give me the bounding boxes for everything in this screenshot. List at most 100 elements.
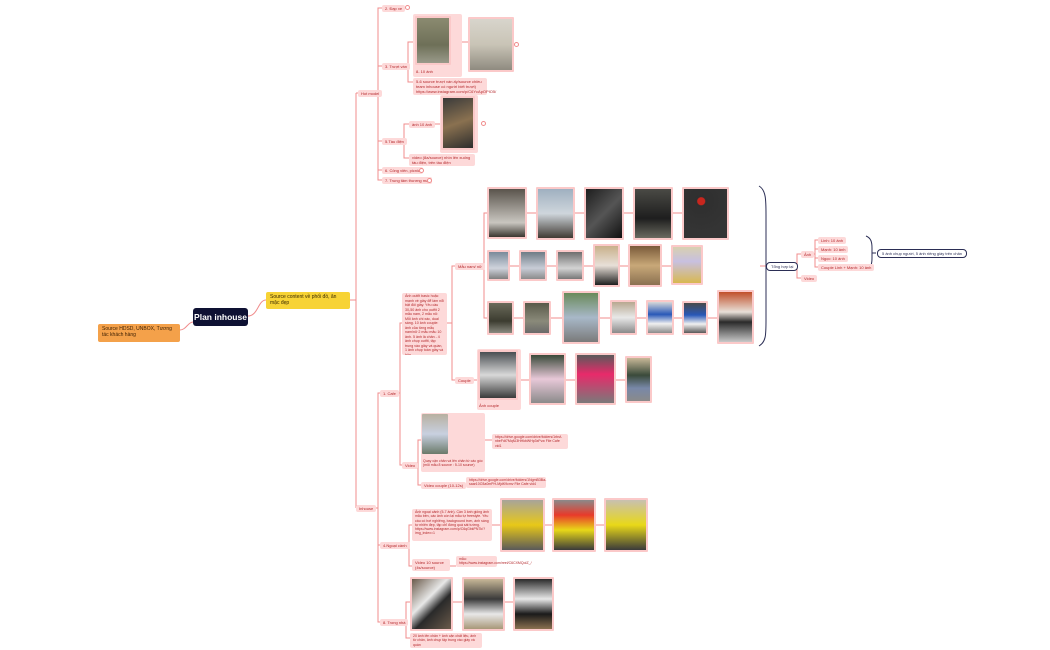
video-label: Video: [405, 463, 416, 468]
video-couple-link-text: https://drive.google.com/drive/folders/1…: [469, 478, 547, 487]
trong-nha-note-text: 20 ảnh lên chân + ảnh cận chất liệu, ảnh…: [413, 634, 477, 647]
video-node[interactable]: Video: [402, 462, 419, 469]
photo-trong-nha-2[interactable]: [462, 577, 505, 631]
cafe-description[interactable]: Ảnh outfit basic hoặc mạnh về giày để là…: [402, 293, 447, 355]
cafe-node[interactable]: 1. Cafe: [380, 390, 399, 397]
cafe-label: 1. Cafe: [383, 391, 396, 396]
couple-label: Couple: [458, 378, 471, 383]
photo-video-still[interactable]: [422, 414, 448, 454]
photo-row1-1[interactable]: [487, 187, 527, 239]
tau-dien-note-text: video (8a/source) nhìn lên xuống tàu điệ…: [412, 155, 471, 165]
hot-model-label: Hot model: [361, 91, 380, 96]
photo-ngoai-canh-3[interactable]: [604, 498, 648, 552]
trong-nha-note[interactable]: 20 ảnh lên chân + ảnh cận chất liệu, ảnh…: [410, 633, 482, 648]
photo-row2-4[interactable]: [593, 244, 620, 287]
couple-caption: Ảnh couple: [479, 403, 500, 408]
summary-video-node[interactable]: Video: [801, 275, 818, 282]
video-photo-card[interactable]: Quay cận chân và lên chân từ các góc (mỗ…: [421, 413, 485, 472]
trung-tam-node[interactable]: 7. Trung tâm thương mại: [382, 177, 433, 184]
photo-ngoai-canh-2[interactable]: [552, 498, 596, 552]
expand-toggle-icon[interactable]: [427, 178, 432, 183]
tau-dien-photo-card[interactable]: [440, 95, 478, 153]
left-branch-node[interactable]: Source HDSD, UNBOX, Tương tác khách hàng: [98, 324, 180, 342]
truot-van-node[interactable]: 3. Trượt ván: [382, 63, 410, 70]
expand-toggle-icon[interactable]: [405, 5, 410, 10]
photo-row3-7[interactable]: [717, 290, 754, 344]
summary-anh-item-4[interactable]: Couple Linh + Mạnh: 10 ảnh: [818, 264, 875, 271]
ngoai-canh-video-ref-text: mẫu: https://www.instagram.com/reel/C6CX…: [459, 557, 532, 566]
summary-anh-item-text: Linh: 10 ảnh: [821, 238, 844, 243]
truot-van-note-text: 5-6 source trượt ván ấy/source chiều tea…: [416, 79, 497, 94]
tau-dien-node[interactable]: 5.Tàu điện: [382, 138, 407, 145]
video-link-text: https://drive.google.com/drive/folders/1…: [495, 435, 563, 448]
inhouse-node[interactable]: Inhouse: [356, 505, 377, 512]
photo-trong-nha-1[interactable]: [410, 577, 453, 631]
video-couple-link-node[interactable]: https://drive.google.com/drive/folders/1…: [466, 477, 546, 488]
trong-nha-node[interactable]: 8. Trong nhà: [380, 619, 409, 626]
bracket-note-text: 5 ảnh chụp người, 5 ảnh riêng giày trên …: [882, 251, 963, 256]
dap-xe-node[interactable]: 2. Đạp xe: [382, 5, 406, 12]
ngoai-canh-note[interactable]: Ảnh ngoại cảnh (5-7 ảnh). Cần 3 ảnh giốn…: [412, 509, 492, 541]
photo-row3-3[interactable]: [562, 291, 600, 344]
summary-anh-item-text: Ngọc: 10 ảnh: [821, 256, 845, 261]
video-link-node[interactable]: https://drive.google.com/drive/folders/1…: [492, 434, 568, 449]
photo-row1-4[interactable]: [633, 187, 673, 240]
dap-xe-label: 2. Đạp xe: [385, 6, 403, 11]
summary-anh-item-1[interactable]: Linh: 10 ảnh: [818, 237, 847, 244]
mau-nam-nu-node[interactable]: Mẫu nam/ nữ: [455, 263, 485, 270]
right-branch-node[interactable]: Source content về phối đồ, ăn mặc đẹp: [266, 292, 350, 309]
photo-row1-2[interactable]: [536, 187, 575, 240]
truot-van-photo-card[interactable]: 8- 10 ảnh: [413, 14, 462, 77]
photo-row1-5[interactable]: [682, 187, 729, 240]
summary-anh-item-2[interactable]: Mạnh: 10 ảnh: [818, 246, 849, 253]
couple-node[interactable]: Couple: [455, 377, 474, 384]
ngoai-canh-video-node[interactable]: Video 10 source (4s/source): [412, 559, 450, 571]
photo-ngoai-canh-1[interactable]: [500, 498, 545, 552]
tau-dien-note[interactable]: video (8a/source) nhìn lên xuống tàu điệ…: [409, 154, 475, 166]
video-couple-node[interactable]: Video couple (10-12s): [421, 482, 467, 489]
summary-anh-node[interactable]: Ảnh: [801, 251, 815, 258]
tau-dien-photo-label[interactable]: ảnh 10 ảnh: [409, 121, 436, 128]
expand-toggle-icon[interactable]: [514, 42, 519, 47]
summary-anh-label: Ảnh: [804, 252, 812, 257]
tau-dien-photo-label-text: ảnh 10 ảnh: [412, 122, 433, 127]
bracket-note-node[interactable]: 5 ảnh chụp người, 5 ảnh riêng giày trên …: [877, 249, 968, 258]
cong-vien-node[interactable]: 6. Công viên, picnic: [382, 167, 423, 174]
photo-row2-2[interactable]: [519, 250, 547, 281]
cafe-description-text: Ảnh outfit basic hoặc mạnh về giày để là…: [405, 294, 444, 355]
photo-train[interactable]: [441, 96, 475, 150]
expand-toggle-icon[interactable]: [419, 168, 424, 173]
mau-nam-nu-label: Mẫu nam/ nữ: [458, 264, 482, 269]
photo-row3-1[interactable]: [487, 301, 514, 335]
truot-van-note[interactable]: 5-6 source trượt ván ấy/source chiều tea…: [413, 78, 496, 95]
photo-row2-1[interactable]: [487, 250, 510, 281]
summary-anh-item-text: Couple Linh + Mạnh: 10 ảnh: [821, 265, 872, 270]
ngoai-canh-node[interactable]: 4.Ngoại cảnh: [380, 542, 410, 549]
root-label: Plan inhouse: [194, 312, 247, 322]
hot-model-node[interactable]: Hot model: [358, 90, 383, 97]
photo-row2-3[interactable]: [556, 250, 584, 281]
tong-hop-node[interactable]: Tổng hợp lại: [766, 262, 799, 271]
photo-street-couple[interactable]: [468, 17, 514, 72]
photo-couple-3[interactable]: [575, 353, 616, 405]
photo-row2-6[interactable]: [671, 245, 703, 285]
photo-row3-5[interactable]: [646, 300, 674, 335]
root-node[interactable]: Plan inhouse: [193, 308, 248, 326]
ngoai-canh-video-label: Video 10 source (4s/source): [415, 560, 444, 570]
couple-photo-card[interactable]: Ảnh couple: [477, 349, 521, 410]
photo-row3-6[interactable]: [682, 301, 708, 335]
summary-anh-item-3[interactable]: Ngọc: 10 ảnh: [818, 255, 848, 262]
photo-trong-nha-3[interactable]: [513, 577, 554, 631]
expand-toggle-icon[interactable]: [481, 121, 486, 126]
photo-row3-2[interactable]: [523, 301, 551, 335]
photo-couple-4[interactable]: [625, 356, 652, 403]
ngoai-canh-note-text: Ảnh ngoại cảnh (5-7 ảnh). Cần 3 ảnh giốn…: [415, 510, 489, 536]
photo-skateboard[interactable]: [415, 16, 451, 65]
photo-row3-4[interactable]: [610, 300, 637, 335]
photo-couple-2[interactable]: [529, 353, 566, 405]
ngoai-canh-video-ref[interactable]: mẫu: https://www.instagram.com/reel/C6CX…: [456, 556, 532, 567]
photo-row1-3[interactable]: [584, 187, 624, 240]
photo-couple-1[interactable]: [478, 350, 518, 400]
photo-row2-5[interactable]: [628, 244, 662, 287]
left-branch-label: Source HDSD, UNBOX, Tương tác khách hàng: [102, 326, 172, 338]
